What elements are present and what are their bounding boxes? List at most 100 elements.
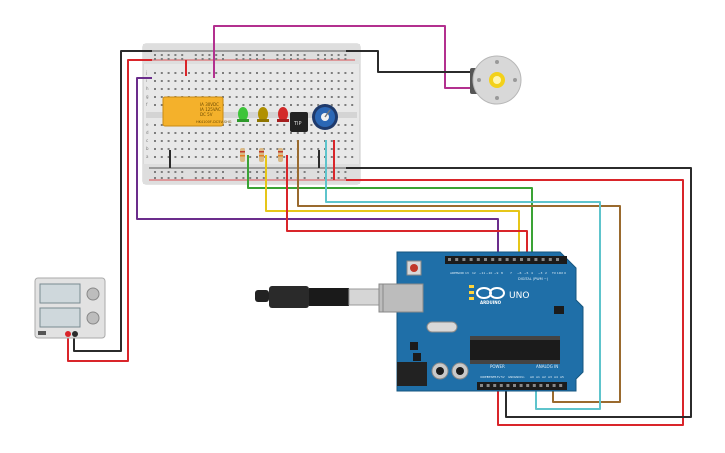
rail-hole <box>337 58 340 60</box>
breadboard-hole <box>167 72 170 74</box>
breadboard-hole <box>167 148 170 150</box>
header-pin <box>559 384 563 387</box>
rail-hole <box>324 58 326 60</box>
breadboard-hole <box>215 72 218 74</box>
rail-hole <box>303 54 306 56</box>
relay-label-1: IA 30VDC <box>200 102 219 107</box>
arduino-brand: ARDUINO <box>480 300 502 305</box>
rail-hole <box>262 54 265 56</box>
breadboard-hole <box>167 80 170 82</box>
wires <box>67 25 692 426</box>
rail-hole <box>160 171 163 173</box>
breadboard-hole <box>242 72 245 74</box>
breadboard-hole <box>310 96 313 98</box>
rail-hole <box>262 171 265 173</box>
pin-label: ~6 <box>517 271 522 275</box>
header-pin <box>484 258 487 261</box>
breadboard-hole <box>330 156 333 158</box>
header-pin <box>519 384 523 387</box>
relay[interactable]: IA 30VDC IA 125VAC DC 5V HK4100F-DC5V-SH… <box>162 96 232 127</box>
breadboard-hole <box>160 104 163 106</box>
wire-magenta[interactable] <box>213 25 474 89</box>
breadboard-hole <box>201 156 204 158</box>
rail-hole <box>222 58 224 60</box>
breadboard-hole <box>283 156 286 158</box>
breadboard-hole <box>154 72 156 74</box>
breadboard-hole <box>215 80 218 82</box>
pin-label: RX 0 <box>559 271 566 275</box>
breadboard-hole <box>344 132 347 134</box>
breadboard-hole <box>262 80 265 82</box>
rail-hole <box>276 177 279 179</box>
breadboard-hole <box>337 104 340 106</box>
breadboard-hole <box>215 148 218 150</box>
dc-motor-icon[interactable] <box>470 55 522 105</box>
power-supply-icon[interactable] <box>34 277 106 339</box>
header-pin <box>539 384 543 387</box>
breadboard-hole <box>351 140 354 142</box>
rail-hole <box>303 171 306 173</box>
breadboard-hole <box>303 140 306 142</box>
breadboard-hole <box>290 72 292 74</box>
wire-brown[interactable] <box>297 140 621 403</box>
led-yellow[interactable] <box>257 107 269 122</box>
breadboard-hole <box>167 132 170 134</box>
wire-red-psu[interactable] <box>67 59 152 362</box>
breadboard-hole <box>222 96 224 98</box>
breadboard-hole <box>330 104 333 106</box>
rail-hole <box>344 177 347 179</box>
rail-hole <box>215 177 218 179</box>
breadboard-hole <box>249 132 252 134</box>
breadboard-hole <box>310 88 313 90</box>
pin-label: 5V <box>501 375 505 379</box>
wire-black-psu[interactable] <box>73 50 152 352</box>
breadboard-hole <box>310 156 313 158</box>
breadboard-hole <box>174 148 177 150</box>
rail-hole <box>167 177 170 179</box>
rail-hole <box>283 58 286 60</box>
breadboard-hole <box>276 148 279 150</box>
breadboard-hole <box>256 104 258 106</box>
resistors[interactable] <box>240 148 283 162</box>
rail-hole <box>235 58 238 60</box>
breadboard-hole <box>330 148 333 150</box>
rail-hole <box>303 58 306 60</box>
header-pin <box>527 258 531 261</box>
breadboard-hole <box>154 140 156 142</box>
wire-yellow[interactable] <box>265 155 520 256</box>
wire-red-signal[interactable] <box>286 155 528 256</box>
wire-cyan[interactable] <box>325 140 601 410</box>
rail-hole <box>296 58 299 60</box>
header-pin <box>498 258 502 261</box>
transistor-label: TIP <box>293 121 302 127</box>
transistor[interactable]: TIP <box>290 112 308 132</box>
breadboard-hole <box>269 80 272 82</box>
digital-header-pins <box>448 258 559 261</box>
header-pin <box>541 258 545 261</box>
rail-hole <box>201 177 204 179</box>
rail-hole <box>235 54 238 56</box>
breadboard-hole <box>208 148 211 150</box>
potentiometer-icon[interactable] <box>312 104 338 130</box>
breadboard-hole <box>228 140 231 142</box>
rail-hole <box>262 58 265 60</box>
breadboard-hole <box>290 140 292 142</box>
breadboard-hole <box>276 104 279 106</box>
wire-black-motor[interactable] <box>346 50 474 73</box>
rail-hole <box>208 177 211 179</box>
breadboard-hole <box>351 148 354 150</box>
breadboard-hole <box>330 132 333 134</box>
row-letter: b <box>146 146 149 151</box>
led-red[interactable] <box>277 107 289 122</box>
led-green[interactable] <box>237 107 249 122</box>
wire-black-gnd[interactable] <box>346 167 692 418</box>
breadboard-hole <box>296 132 299 134</box>
wire-green[interactable] <box>247 155 533 256</box>
breadboard-hole <box>160 132 163 134</box>
breadboard-hole <box>269 104 272 106</box>
wire-red-rail[interactable] <box>346 179 684 426</box>
breadboard-hole <box>290 96 292 98</box>
rail-hole <box>194 58 197 60</box>
relay-label-2: IA 125VAC <box>200 107 221 112</box>
arduino-board[interactable]: AREF GND 13 12 ~11 ~10 ~9 8 7 ~6 ~5 4 ~3… <box>382 251 584 392</box>
